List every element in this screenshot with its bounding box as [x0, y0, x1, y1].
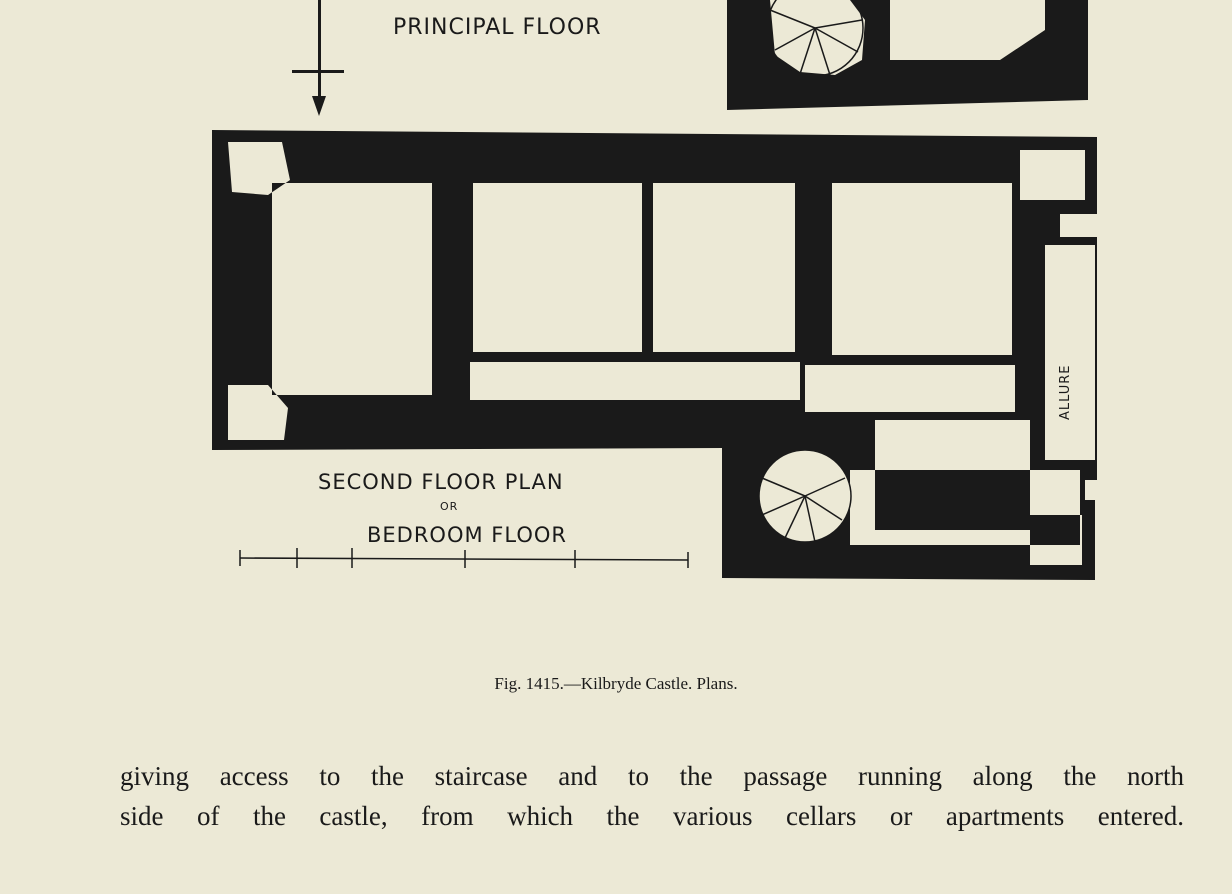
second-floor-label: SECOND FLOOR PLAN — [318, 470, 564, 494]
north-arrow-head — [312, 96, 326, 116]
north-arrow-shaft — [318, 0, 321, 108]
scale-bar — [239, 548, 689, 568]
north-arrow-crossbar — [292, 70, 344, 73]
body-paragraph: giving access to the staircase and to th… — [120, 756, 1184, 836]
spiral-stair-top — [766, 0, 864, 77]
body-line-1: giving access to the staircase and to th… — [120, 761, 1184, 791]
figure-caption: Fig. 1415.—Kilbryde Castle. Plans. — [494, 674, 738, 693]
principal-floor-walls — [727, 0, 1088, 110]
spiral-stair-bottom — [758, 449, 852, 543]
second-floor-walls — [212, 130, 1097, 580]
bedroom-floor-label: BEDROOM FLOOR — [367, 523, 567, 547]
body-line-2: side of the castle, from which the vario… — [120, 801, 1184, 831]
or-label: OR — [440, 500, 459, 513]
principal-floor-label: PRINCIPAL FLOOR — [393, 15, 602, 40]
allure-label: ALLURE — [1058, 364, 1073, 421]
